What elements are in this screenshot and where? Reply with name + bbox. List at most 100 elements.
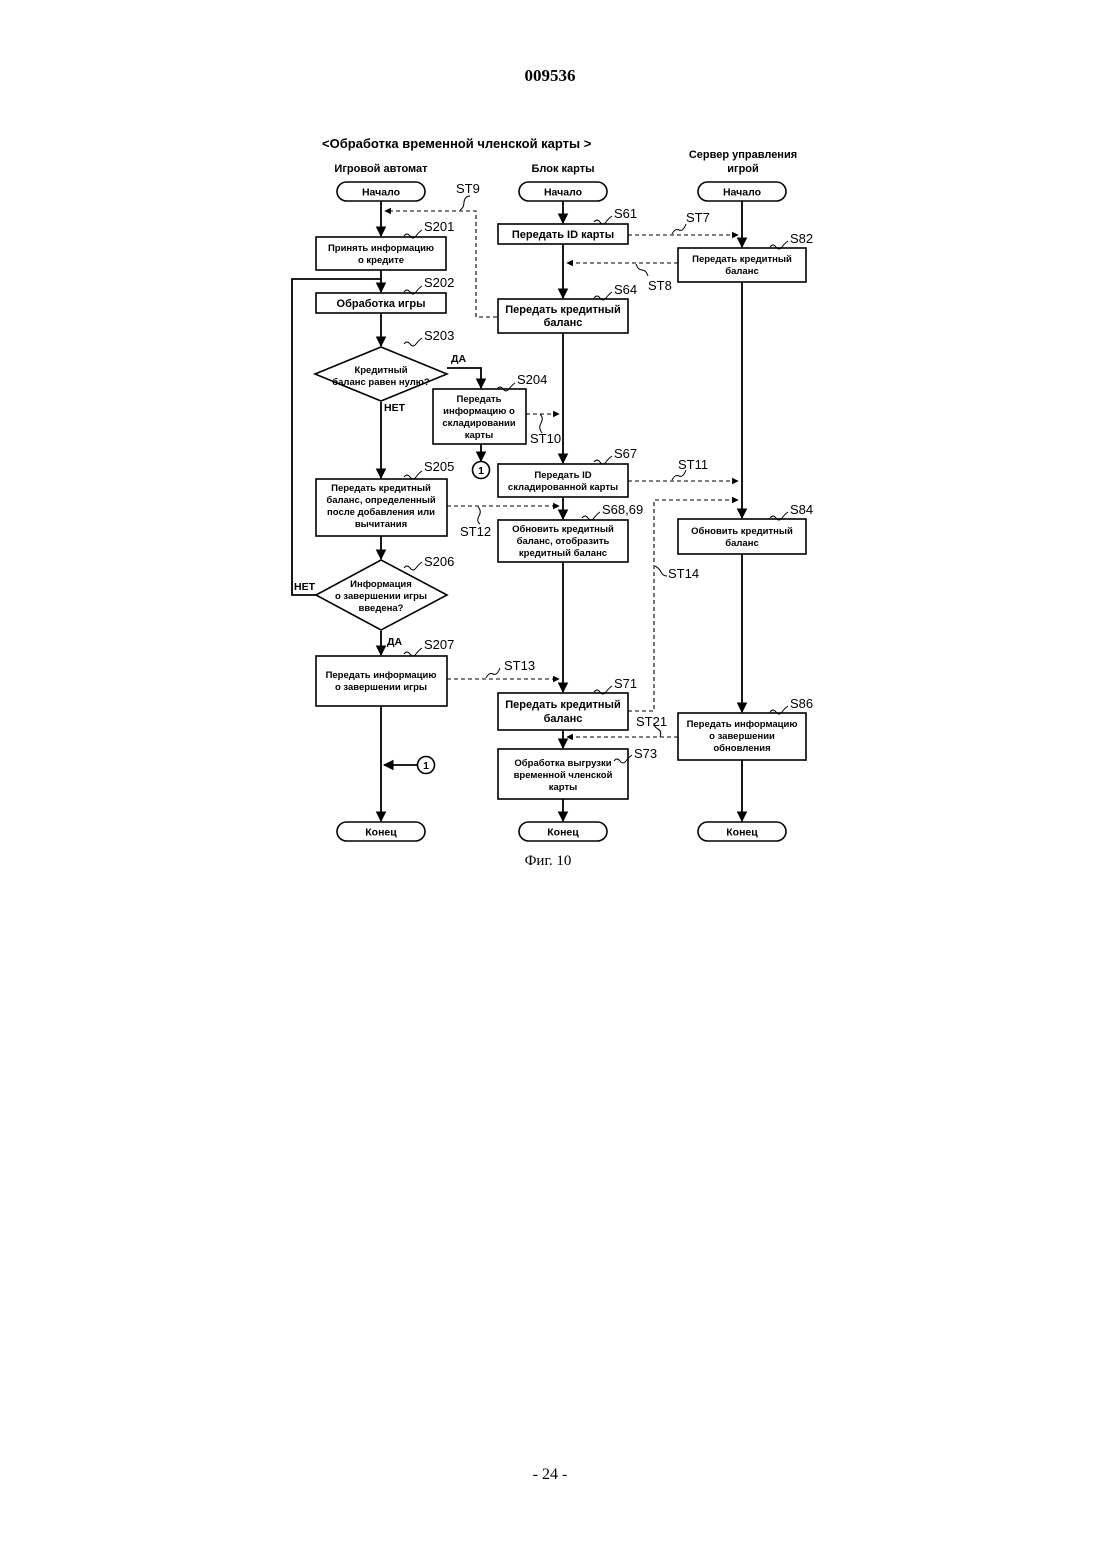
svg-text:Конец: Конец — [547, 827, 579, 839]
signal-leader — [478, 507, 481, 524]
yes-label-s203: ДА — [451, 353, 466, 365]
step-label-s206: S206 — [424, 554, 454, 569]
svg-text:Начало: Начало — [544, 187, 582, 199]
svg-text:Передать ID карты: Передать ID карты — [512, 229, 614, 241]
signal-leader — [460, 196, 470, 210]
svg-text:Кредитный: Кредитный — [354, 365, 407, 376]
step-label-s202: S202 — [424, 275, 454, 290]
signal-label-st8: ST8 — [648, 278, 672, 293]
terminal-start-server: Начало — [698, 182, 786, 201]
process-box-s202: Обработка игры — [316, 293, 446, 313]
svg-text:Передать информацию: Передать информацию — [687, 719, 798, 730]
yes-label-s206: ДА — [387, 636, 402, 648]
svg-text:вычитания: вычитания — [355, 519, 407, 530]
svg-text:Конец: Конец — [365, 827, 397, 839]
process-box-s68-69: Обновить кредитный баланс, отобразить кр… — [498, 520, 628, 562]
svg-text:о завершении: о завершении — [709, 731, 775, 742]
process-box-s61: Передать ID карты — [498, 224, 628, 244]
signal-leader — [636, 264, 648, 276]
svg-text:1: 1 — [423, 760, 429, 772]
svg-text:после добавления или: после добавления или — [327, 507, 435, 518]
signal-label-st12: ST12 — [460, 524, 491, 539]
process-box-s205: Передать кредитный баланс, определенный … — [316, 479, 447, 536]
step-label-s71: S71 — [614, 676, 637, 691]
svg-text:Начало: Начало — [362, 187, 400, 199]
signal-leader — [655, 566, 667, 576]
svg-text:складированной карты: складированной карты — [508, 482, 618, 493]
svg-text:Передать ID: Передать ID — [534, 470, 591, 481]
diagram-title: <Обработка временной членской карты > — [322, 136, 592, 151]
signal-label-st7: ST7 — [686, 210, 710, 225]
svg-text:Конец: Конец — [726, 827, 758, 839]
signal-leader — [486, 668, 500, 678]
connector-1-in: 1 — [418, 757, 435, 774]
svg-text:Обновить кредитный: Обновить кредитный — [512, 524, 614, 535]
svg-text:Принять информацию: Принять информацию — [328, 243, 434, 254]
svg-text:Обработка игры: Обработка игры — [337, 298, 426, 310]
step-label-s204: S204 — [517, 372, 547, 387]
step-label-s205: S205 — [424, 459, 454, 474]
step-label-s86: S86 — [790, 696, 813, 711]
process-box-s73: Обработка выгрузки временной членской ка… — [498, 749, 628, 799]
svg-text:Начало: Начало — [723, 187, 761, 199]
step-label-s203: S203 — [424, 328, 454, 343]
flow-line-loop-no — [292, 279, 381, 595]
process-box-s201: Принять информацию о кредите — [316, 237, 446, 270]
step-label-s73: S73 — [634, 746, 657, 761]
process-box-s71: Передать кредитный баланс — [498, 693, 628, 730]
step-leader — [594, 456, 612, 464]
svg-text:Передать кредитный: Передать кредитный — [505, 699, 620, 711]
step-leader — [582, 512, 600, 520]
decision-s206: Информация о завершении игры введена? — [316, 560, 447, 630]
signal-label-st14: ST14 — [668, 566, 699, 581]
lane-header-server-line1: Сервер управления — [689, 149, 797, 161]
flow-line-yes — [447, 368, 481, 388]
process-box-s64: Передать кредитный баланс — [498, 299, 628, 333]
svg-text:баланс: баланс — [725, 538, 759, 549]
svg-text:обновления: обновления — [713, 743, 770, 754]
step-leader — [404, 648, 422, 656]
step-label-s61: S61 — [614, 206, 637, 221]
svg-text:баланс равен нулю?: баланс равен нулю? — [332, 377, 430, 388]
terminal-end-machine: Конец — [337, 822, 425, 841]
step-leader — [404, 471, 422, 479]
step-leader — [594, 216, 612, 224]
figure-caption: Фиг. 10 — [525, 853, 572, 869]
svg-text:временной членской: временной членской — [514, 770, 613, 781]
terminal-end-card: Конец — [519, 822, 607, 841]
svg-text:баланс: баланс — [544, 713, 583, 725]
process-box-s86: Передать информацию о завершении обновле… — [678, 713, 806, 760]
step-label-s64: S64 — [614, 282, 637, 297]
process-box-s82: Передать кредитный баланс — [678, 248, 806, 282]
signal-label-st11: ST11 — [678, 457, 708, 472]
step-leader — [404, 338, 422, 346]
process-box-s204: Передать информацию о складировании карт… — [433, 389, 526, 444]
svg-text:Передать кредитный: Передать кредитный — [505, 304, 620, 316]
svg-text:Передать информацию: Передать информацию — [326, 670, 437, 681]
process-box-s207: Передать информацию о завершении игры — [316, 656, 447, 706]
lane-header-machine: Игровой автомат — [334, 163, 428, 175]
lane-header-server-line2: игрой — [727, 163, 759, 175]
step-label-s84: S84 — [790, 502, 813, 517]
svg-text:информацию о: информацию о — [443, 406, 515, 417]
svg-text:баланс: баланс — [725, 266, 759, 277]
svg-text:баланс, отобразить: баланс, отобразить — [517, 536, 610, 547]
page-number: - 24 - — [0, 1466, 1100, 1484]
svg-text:Обновить кредитный: Обновить кредитный — [691, 526, 793, 537]
signal-label-st9: ST9 — [456, 181, 480, 196]
decision-s203: Кредитный баланс равен нулю? — [315, 347, 447, 401]
step-label-s207: S207 — [424, 637, 454, 652]
signal-label-st10: ST10 — [530, 431, 561, 446]
no-label-s206: НЕТ — [294, 581, 316, 593]
svg-text:карты: карты — [465, 430, 493, 441]
process-box-s67: Передать ID складированной карты — [498, 464, 628, 497]
svg-text:баланс, определенный: баланс, определенный — [326, 495, 435, 506]
svg-text:1: 1 — [478, 465, 484, 477]
terminal-start-card: Начало — [519, 182, 607, 201]
signal-label-st21: ST21 — [636, 714, 667, 729]
svg-text:о завершении игры: о завершении игры — [335, 591, 427, 602]
svg-text:Обработка выгрузки: Обработка выгрузки — [514, 758, 611, 769]
svg-text:введена?: введена? — [359, 603, 404, 614]
svg-text:баланс: баланс — [544, 317, 583, 329]
